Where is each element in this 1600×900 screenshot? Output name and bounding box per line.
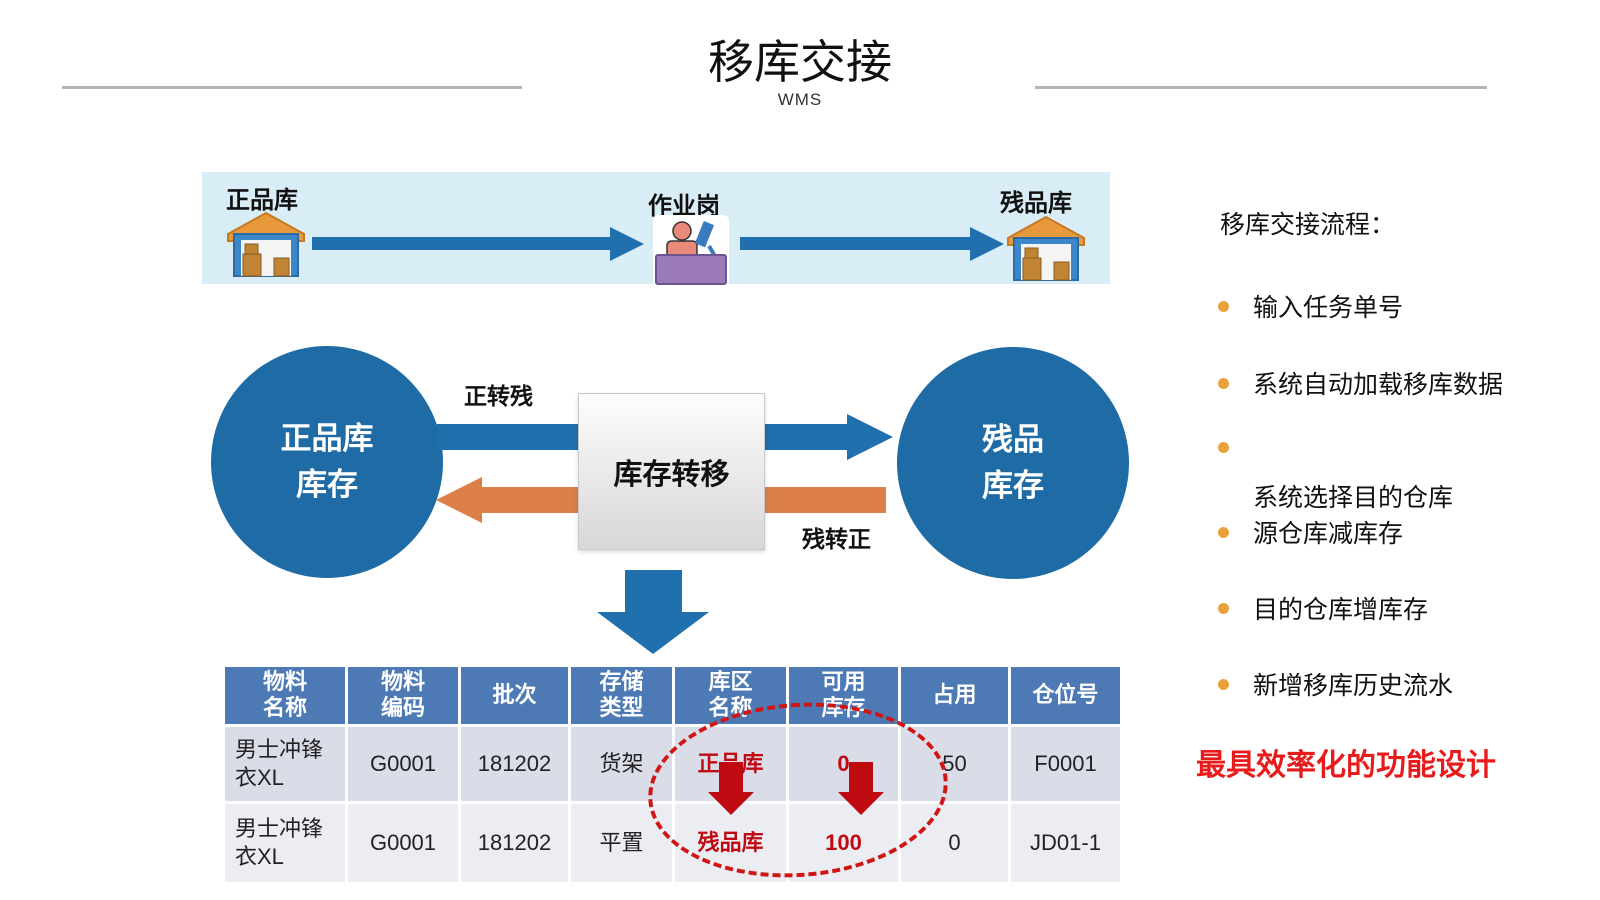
col-header: 可用 库存	[789, 667, 898, 724]
process-item: 源仓库减库存	[1218, 514, 1403, 550]
process-item-label: 目的仓库增库存	[1253, 596, 1429, 624]
col-header: 占用	[901, 667, 1008, 724]
process-heading: 移库交接流程：	[1220, 211, 1396, 239]
cell-material-code: G0001	[348, 726, 458, 801]
forward-arrow-label: 正转残	[464, 383, 533, 409]
cell-occupied: 0	[901, 803, 1008, 882]
table-header-row: 物料 名称 物料 编码 批次 存储 类型 库区 名称 可用 库存 占用 仓位号	[225, 667, 1120, 724]
cell-available-stock: 100	[789, 803, 898, 882]
cell-material-code: G0001	[348, 803, 458, 882]
cell-storage-type: 平置	[571, 803, 672, 882]
stock-transfer-box: 库存转移	[578, 393, 765, 550]
red-down-arrow-stem	[849, 762, 873, 792]
col-header: 批次	[461, 667, 568, 724]
process-item-label: 系统选择目的仓库	[1253, 484, 1454, 512]
col-header: 库区 名称	[675, 667, 786, 724]
cell-bin-number: F0001	[1011, 726, 1120, 801]
backward-arrow-head	[436, 477, 482, 523]
process-item: 新增移库历史流水	[1218, 666, 1453, 702]
process-item-label: 系统自动加载移库数据	[1253, 371, 1504, 399]
page-subtitle: WMS	[777, 90, 823, 109]
flow-arrow-1-head	[610, 227, 644, 261]
process-item-label: 新增移库历史流水	[1253, 672, 1454, 700]
cell-batch: 181202	[461, 803, 568, 882]
process-item: 输入任务单号	[1218, 288, 1403, 324]
down-arrow-stem	[625, 570, 682, 612]
cell-material-name: 男士冲锋衣XL	[225, 803, 345, 882]
defect-stock-circle: 残品 库存	[897, 347, 1129, 579]
process-item: 系统自动加载移库数据	[1218, 365, 1503, 401]
process-item-label: 输入任务单号	[1253, 294, 1404, 322]
bullet-icon	[1218, 300, 1229, 312]
station-label-good-warehouse: 正品库	[226, 187, 298, 214]
good-stock-circle: 正品库 库存	[211, 346, 443, 578]
page-title: 移库交接	[708, 36, 892, 88]
red-down-arrow-head	[838, 792, 884, 815]
process-item-label: 源仓库减库存	[1253, 520, 1404, 548]
cell-zone-name: 残品库	[675, 803, 786, 882]
warehouse-icon	[227, 211, 305, 277]
col-header: 物料 编码	[348, 667, 458, 724]
bullet-icon	[1218, 526, 1229, 538]
cell-material-name: 男士冲锋衣XL	[225, 726, 345, 801]
bullet-icon	[1218, 678, 1229, 690]
table-row: 男士冲锋衣XL G0001 181202 平置 残品库 100 0 JD01-1	[225, 803, 1120, 882]
title-divider-left	[62, 86, 522, 89]
col-header: 存储 类型	[571, 667, 672, 724]
cell-storage-type: 货架	[571, 726, 672, 801]
flow-arrow-1-body	[312, 237, 610, 250]
backward-arrow-label: 残转正	[802, 526, 871, 552]
emphasis-text: 最具效率化的功能设计	[1196, 749, 1496, 782]
station-label-defect-warehouse: 残品库	[1000, 190, 1072, 217]
process-item: 系统选择目的仓库	[1253, 478, 1453, 514]
bullet-icon	[1218, 602, 1229, 614]
down-arrow-head	[597, 612, 709, 654]
flow-arrow-2-body	[740, 237, 970, 250]
warehouse-icon	[1007, 215, 1085, 281]
inventory-table: 物料 名称 物料 编码 批次 存储 类型 库区 名称 可用 库存 占用 仓位号 …	[222, 664, 1123, 885]
bullet-icon	[1218, 377, 1229, 389]
workstation-icon	[653, 215, 729, 287]
cell-occupied: 50	[901, 726, 1008, 801]
table-row: 男士冲锋衣XL G0001 181202 货架 正品库 0 50 F0001	[225, 726, 1120, 801]
flow-arrow-2-head	[970, 227, 1004, 261]
process-item	[1218, 442, 1253, 453]
cell-available-stock: 0	[789, 726, 898, 801]
forward-arrow-head	[847, 414, 893, 460]
bullet-icon	[1218, 442, 1229, 453]
red-down-arrow-stem	[719, 762, 743, 792]
cell-bin-number: JD01-1	[1011, 803, 1120, 882]
title-divider-right	[1035, 86, 1487, 89]
red-down-arrow-head	[708, 792, 754, 815]
process-item: 目的仓库增库存	[1218, 590, 1428, 626]
col-header: 仓位号	[1011, 667, 1120, 724]
cell-batch: 181202	[461, 726, 568, 801]
col-header: 物料 名称	[225, 667, 345, 724]
